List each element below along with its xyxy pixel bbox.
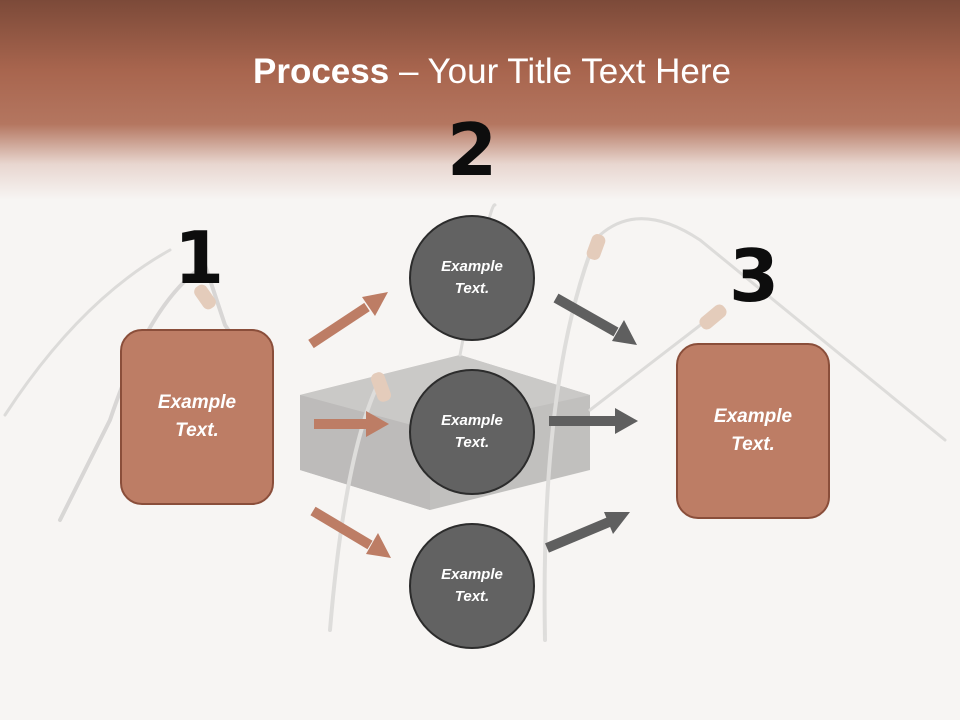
step-number-2: 2 [446, 108, 498, 192]
step-box-1-label: Example Text. [157, 391, 237, 442]
circle-top[interactable]: Example Text. [409, 215, 535, 341]
arrow-right-middle [549, 408, 638, 434]
arrow-right-down [553, 293, 637, 345]
circle-middle[interactable]: Example Text. [409, 369, 535, 495]
arrow-left-up [308, 292, 388, 349]
step-number-1: 1 [173, 216, 225, 300]
arrow-left-middle [314, 411, 389, 437]
step-box-3-label: Example Text. [713, 405, 793, 456]
step-box-1[interactable]: Example Text. [120, 329, 274, 505]
title-rest: – Your Title Text Here [389, 52, 731, 91]
step-number-3: 3 [728, 234, 780, 318]
circle-bottom-label: Example Text. [441, 565, 503, 606]
circle-top-label: Example Text. [441, 257, 503, 298]
title-bold: Process [253, 52, 390, 91]
circle-middle-label: Example Text. [441, 411, 503, 452]
circle-bottom[interactable]: Example Text. [409, 523, 535, 649]
slide-title: Process – Your Title Text Here [0, 52, 960, 92]
header-band [0, 0, 960, 200]
arrow-right-up [545, 512, 630, 553]
arrow-left-down [310, 506, 391, 558]
step-box-3[interactable]: Example Text. [676, 343, 830, 519]
